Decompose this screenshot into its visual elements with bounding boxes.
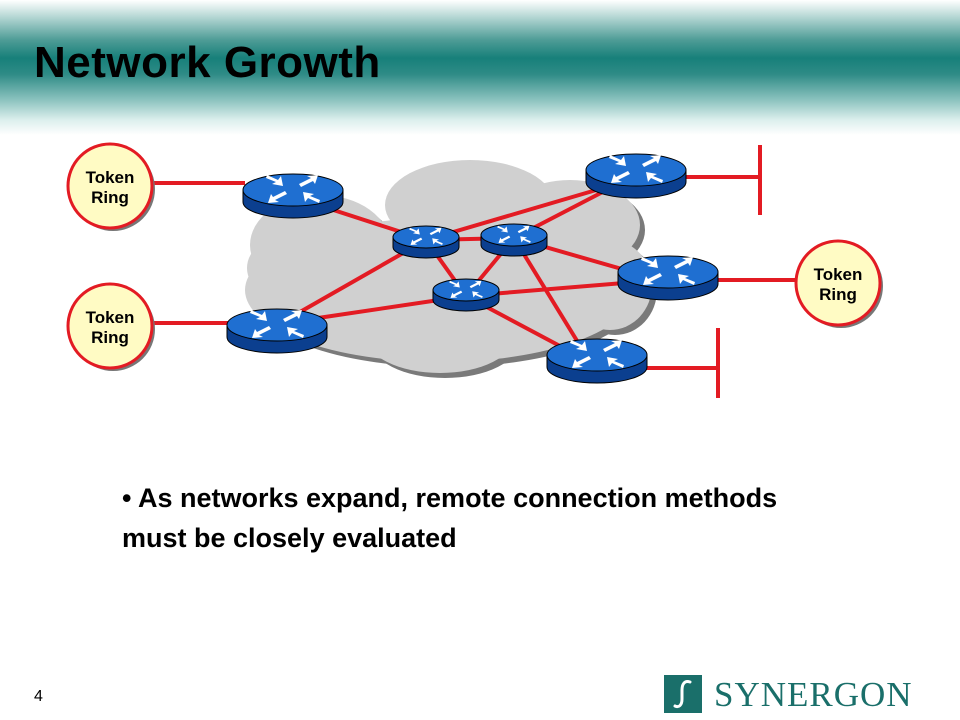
router-edge-1 xyxy=(242,173,344,219)
router-edge-3 xyxy=(585,153,687,199)
synergon-logo-mark-icon xyxy=(664,675,702,713)
network-cloud xyxy=(245,160,657,378)
router-core-2 xyxy=(480,223,548,257)
router-edge-5 xyxy=(546,338,648,384)
token-ring-label-line1: Token xyxy=(86,168,135,187)
title-band xyxy=(0,0,960,135)
token-ring-label-line2: Ring xyxy=(819,285,857,304)
router-edge-4 xyxy=(617,255,719,301)
bullet-text: • As networks expand, remote connection … xyxy=(122,483,778,553)
token-ring-2: Token Ring xyxy=(66,282,155,371)
page-number: 4 xyxy=(34,688,43,705)
router-core-1 xyxy=(392,225,460,259)
synergon-logo-text: SYNERGON xyxy=(714,675,913,714)
synergon-logo: SYNERGON xyxy=(664,675,946,715)
slide-title: Network Growth xyxy=(34,38,381,87)
token-ring-3: Token Ring xyxy=(794,239,883,328)
token-ring-label-line2: Ring xyxy=(91,328,129,347)
token-ring-label-line2: Ring xyxy=(91,188,129,207)
token-ring-1: Token Ring xyxy=(66,142,155,231)
token-ring-label-line1: Token xyxy=(814,265,863,284)
token-ring-label-line1: Token xyxy=(86,308,135,327)
link-c1-r3 xyxy=(425,181,621,242)
router-edge-2 xyxy=(226,308,328,354)
router-core-3 xyxy=(432,278,500,312)
network-diagram: Token Ring Token Ring Token Ring xyxy=(66,142,883,398)
